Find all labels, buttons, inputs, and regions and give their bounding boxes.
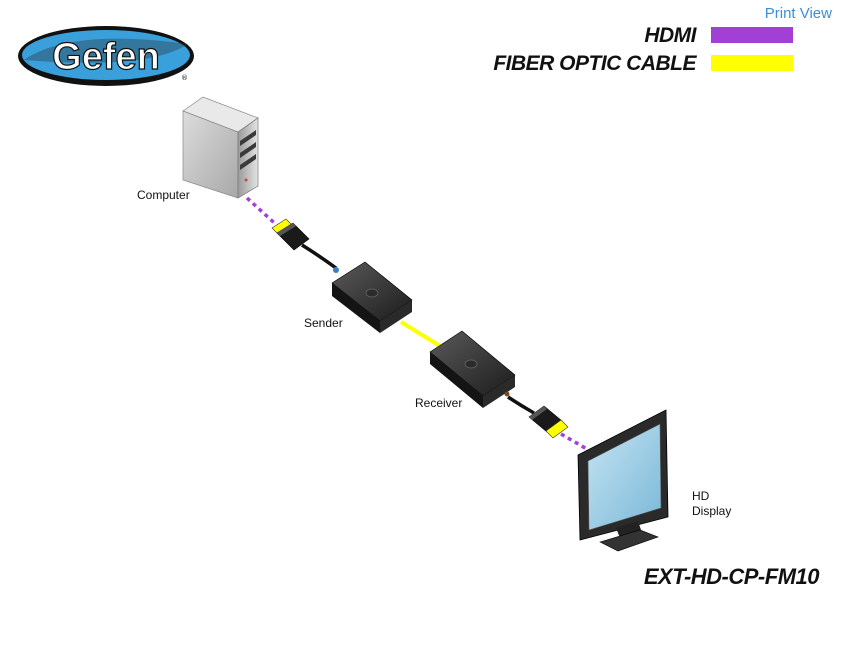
legend-label-fiber: FIBER OPTIC CABLE xyxy=(493,52,696,75)
gefen-logo: Gefen ® xyxy=(18,26,194,86)
print-view-link[interactable]: Print View xyxy=(764,5,832,22)
logo-wordmark: Gefen xyxy=(52,36,160,78)
display-label-line1: HD xyxy=(692,489,710,503)
legend-swatch-hdmi xyxy=(711,27,793,43)
receiver-device xyxy=(429,330,516,408)
display-label-line2: Display xyxy=(692,504,732,518)
svg-text:®: ® xyxy=(181,74,188,82)
legend-label-hdmi: HDMI xyxy=(644,24,696,47)
fiber-optic-cable xyxy=(399,320,442,348)
sender-label: Sender xyxy=(304,316,343,330)
hdmi-dongle-sender xyxy=(271,218,310,251)
hdmi-cable-output xyxy=(560,432,593,454)
legend-swatch-fiber xyxy=(711,55,793,71)
model-number: EXT-HD-CP-FM10 xyxy=(643,564,820,589)
receiver-label: Receiver xyxy=(415,396,463,410)
sender-device xyxy=(331,261,413,333)
receiver-output-cable xyxy=(507,395,535,415)
computer-icon xyxy=(182,96,259,199)
hdmi-dongle-display xyxy=(528,405,569,439)
computer-label: Computer xyxy=(137,188,190,202)
hd-display-icon xyxy=(577,409,669,552)
sender-input-cable xyxy=(301,243,338,270)
hdmi-cable-input xyxy=(245,196,283,231)
